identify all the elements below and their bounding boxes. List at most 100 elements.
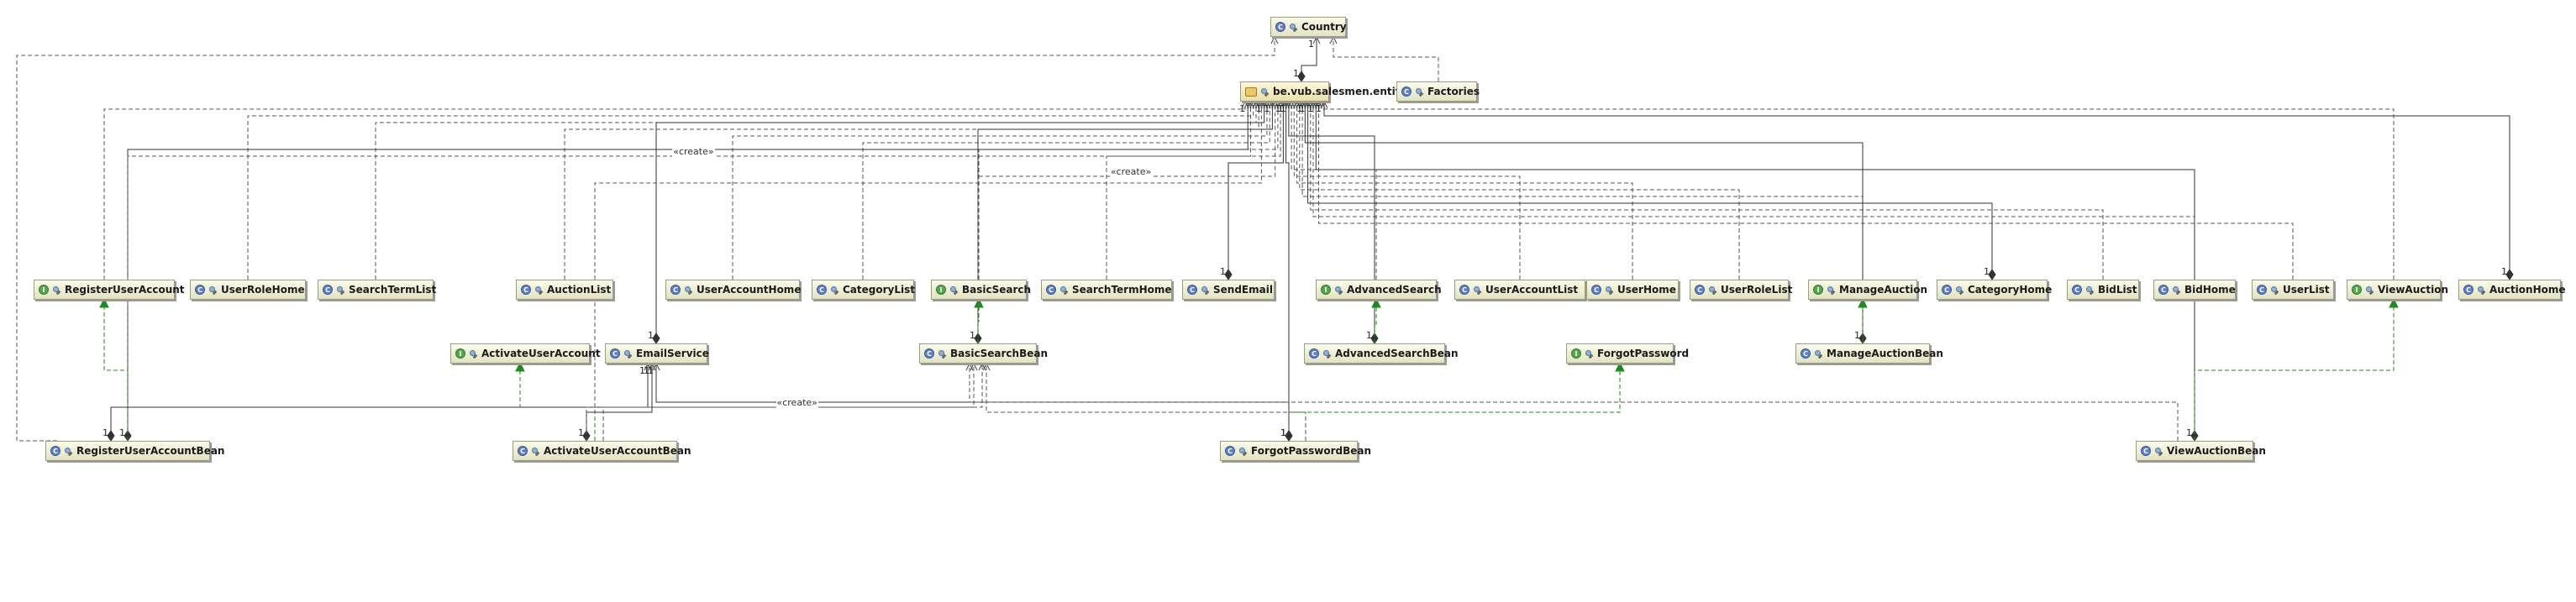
edge-realization <box>2194 300 2394 441</box>
visibility-icon <box>52 285 60 294</box>
node-categoryHome[interactable]: C CategoryHome <box>1937 280 2052 300</box>
node-label: UserRoleList <box>1721 284 1793 296</box>
class-icon: C <box>2072 285 2082 295</box>
class-icon: C <box>2463 285 2473 295</box>
node-label: CategoryHome <box>1968 284 2053 296</box>
edge-dependency <box>1297 102 1633 280</box>
edge-dependency <box>375 102 1256 280</box>
node-label: AuctionList <box>547 284 612 296</box>
node-label: EmailService <box>636 348 709 359</box>
visibility-icon <box>534 285 543 294</box>
stereotype-label: «create» <box>672 146 715 157</box>
visibility-icon <box>2365 285 2374 294</box>
class-icon: C <box>1309 348 1319 359</box>
edge-realization <box>104 300 129 441</box>
multiplicity-label: 1 <box>1299 103 1306 114</box>
node-label: AdvancedSearch <box>1347 284 1442 296</box>
multiplicity-label: 1 <box>2186 427 2192 438</box>
multiplicity-label: 1 <box>644 365 649 376</box>
node-emailService[interactable]: C EmailService <box>605 343 709 364</box>
multiplicity-label: 1 <box>1984 266 1990 277</box>
class-icon: C <box>1942 285 1952 295</box>
visibility-icon <box>1289 23 1297 31</box>
node-label: ViewAuctionBean <box>2167 445 2266 457</box>
visibility-icon <box>623 349 632 358</box>
edge-dependency <box>103 102 1245 280</box>
multiplicity-label: 1 <box>103 427 108 438</box>
multiplicity-label: 1 <box>119 427 125 438</box>
visibility-icon <box>1059 285 1068 294</box>
multiplicity-label: 1 <box>1854 330 1860 341</box>
multiplicity-label: 1 <box>1316 103 1322 114</box>
multiplicity-label: 1 <box>1220 266 1226 277</box>
node-label: BasicSearchBean <box>950 348 1048 359</box>
node-label: SendEmail <box>1213 284 1273 296</box>
class-icon: C <box>670 285 681 295</box>
visibility-icon <box>949 285 958 294</box>
edge-dependency <box>1106 102 1280 280</box>
visibility-icon <box>1814 349 1822 358</box>
visibility-icon <box>1322 349 1331 358</box>
node-label: ViewAuction <box>2378 284 2448 296</box>
visibility-icon <box>2154 447 2163 455</box>
visibility-icon <box>64 447 72 455</box>
edge-dependency <box>564 102 1259 280</box>
visibility-icon <box>830 285 839 294</box>
edge-dependency <box>594 102 1261 441</box>
node-label: SearchTermList <box>349 284 437 296</box>
node-label: be.vub.salesmen.entity <box>1273 86 1407 97</box>
visibility-icon <box>1585 349 1593 358</box>
visibility-icon <box>2172 285 2180 294</box>
edge-dependency <box>1313 102 2195 280</box>
edge-dependency <box>586 364 974 441</box>
node-entity[interactable]: be.vub.salesmen.entity <box>1240 81 1406 102</box>
class-icon: C <box>1225 446 1235 456</box>
node-label: ManageAuction <box>1839 284 1927 296</box>
edge-composition <box>1308 102 1992 280</box>
visibility-icon <box>336 285 344 294</box>
edge-dependency <box>1319 102 2294 280</box>
class-icon: C <box>610 348 620 359</box>
edge-dependency <box>977 102 1275 343</box>
visibility-icon <box>1201 285 1209 294</box>
class-icon: C <box>1801 348 1811 359</box>
visibility-icon <box>1260 87 1269 96</box>
edge-composition <box>111 364 648 441</box>
visibility-icon <box>1334 285 1343 294</box>
class-icon: C <box>1046 285 1056 295</box>
node-label: Country <box>1301 21 1347 33</box>
multiplicity-label: 1 <box>1280 427 1286 438</box>
edge-dependency <box>1294 102 1521 280</box>
